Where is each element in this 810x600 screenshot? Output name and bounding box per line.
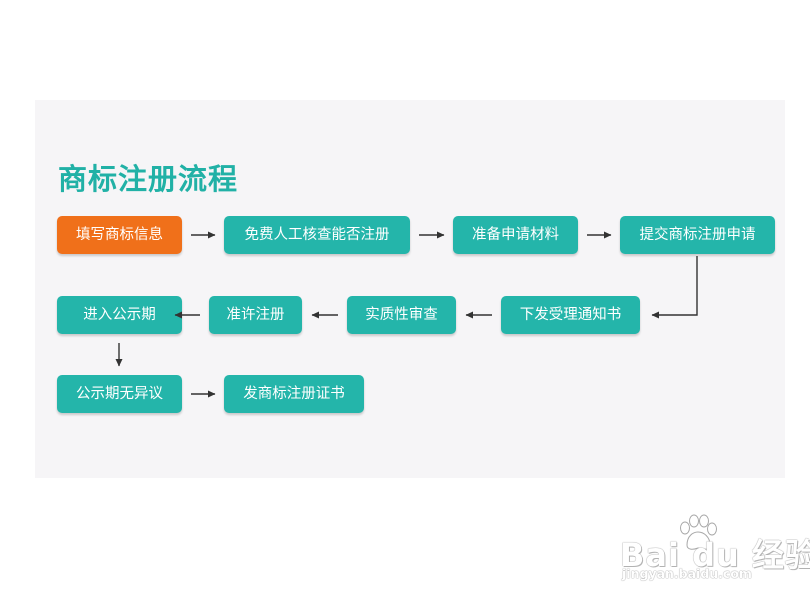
watermark-brand: Bai du 经验 — [620, 536, 810, 574]
baidu-jingyan-watermark: Bai du 经验 jingyan.baidu.com — [620, 514, 810, 588]
step-no-objection: 公示期无异议 — [57, 375, 182, 413]
paw-icon — [680, 514, 717, 550]
step-enter-publicity-period: 进入公示期 — [57, 296, 182, 334]
step-substantive-examination: 实质性审查 — [347, 296, 456, 334]
step-free-manual-check: 免费人工核查能否注册 — [224, 216, 410, 254]
step-acceptance-notice: 下发受理通知书 — [501, 296, 640, 334]
step-fill-trademark-info: 填写商标信息 — [57, 216, 182, 254]
watermark-url: jingyan.baidu.com — [622, 566, 752, 581]
step-issue-certificate: 发商标注册证书 — [224, 375, 364, 413]
step-prepare-materials: 准备申请材料 — [453, 216, 578, 254]
step-approve-registration: 准许注册 — [209, 296, 302, 334]
arrow-4-5 — [651, 256, 698, 319]
diagram-title: 商标注册流程 — [58, 162, 239, 196]
diagram-panel — [35, 100, 785, 478]
step-submit-application: 提交商标注册申请 — [620, 216, 775, 254]
